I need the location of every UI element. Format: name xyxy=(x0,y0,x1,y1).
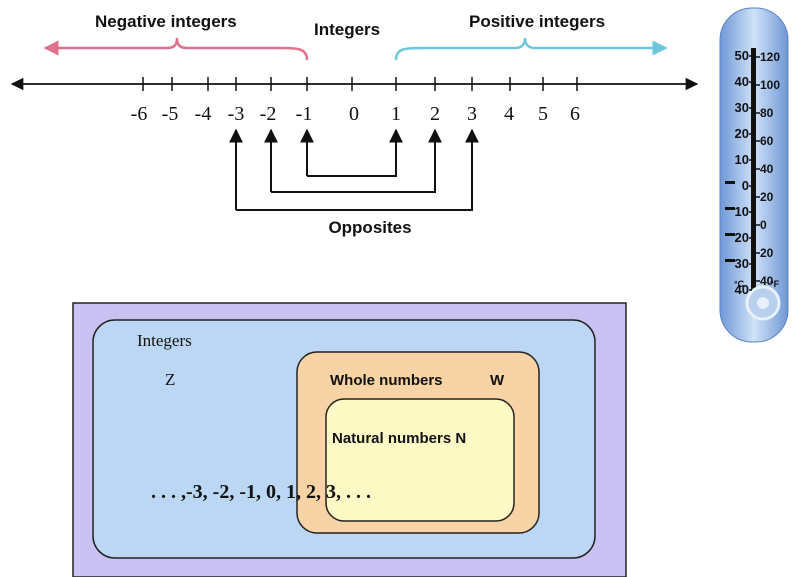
positive-integers-label: Positive integers xyxy=(469,12,605,31)
number-line-tick-label: 5 xyxy=(538,103,548,125)
thermometer-side-mark xyxy=(725,259,735,262)
thermometer-fahrenheit-label: 20 xyxy=(760,246,774,260)
number-line-tick-label: -3 xyxy=(228,103,245,125)
integers-label: Integers xyxy=(314,20,380,39)
integer-sequence: . . . ,-3, -2, -1, 0, 1, 2, 3, . . . xyxy=(151,481,371,503)
thermometer-celsius-label: 10 xyxy=(735,152,749,167)
thermometer-celsius-label: 20 xyxy=(735,230,749,245)
bracket-plus1-arrow xyxy=(307,128,403,177)
thermometer-celsius-label: 20 xyxy=(735,126,749,141)
number-line-tick-label: 2 xyxy=(430,103,440,125)
thermometer-column xyxy=(751,48,756,294)
bracket-plus2-arrow xyxy=(271,128,442,193)
celsius-unit: °C xyxy=(734,279,745,289)
number-line-tick-label: -2 xyxy=(260,103,277,125)
negative-brace-arrow xyxy=(43,37,309,61)
thermometer-fahrenheit-label: 40 xyxy=(760,274,774,288)
number-line-tick-label: -6 xyxy=(131,103,148,125)
number-line-tick-label: -4 xyxy=(195,103,212,125)
number-line-tick-label: 1 xyxy=(391,103,401,125)
number-line-tick-label: 0 xyxy=(349,103,359,125)
thermometer-celsius-label: 40 xyxy=(735,282,749,297)
thermometer-celsius-label: 50 xyxy=(735,48,749,63)
integers-set-symbol: Z xyxy=(165,370,175,389)
number-line-tick-label: -5 xyxy=(162,103,179,125)
thermometer-side-mark xyxy=(725,233,735,236)
whole-numbers-symbol: W xyxy=(490,372,505,389)
thermometer-fahrenheit-label: 120 xyxy=(760,50,780,64)
positive-brace-arrow xyxy=(394,37,668,61)
thermometer-celsius-label: 30 xyxy=(735,100,749,115)
thermometer-bulb-center xyxy=(757,297,769,309)
number-line-tick-label: 3 xyxy=(467,103,477,125)
integers-set-label: Integers xyxy=(137,331,192,350)
thermometer-fahrenheit-label: 80 xyxy=(760,106,774,120)
natural-numbers-set xyxy=(325,398,515,522)
opposites-brackets xyxy=(229,128,479,211)
thermometer-fahrenheit-label: 40 xyxy=(760,162,774,176)
number-line-tick-label: -1 xyxy=(296,103,313,125)
number-line-tick-label: 4 xyxy=(504,103,514,125)
thermometer-fahrenheit-label: 100 xyxy=(760,78,780,92)
fahrenheit-unit: °F xyxy=(770,279,780,289)
whole-numbers-label: Whole numbers xyxy=(330,372,443,389)
thermometer-side-mark xyxy=(725,181,735,184)
thermometer-fahrenheit-label: 60 xyxy=(760,134,774,148)
thermometer-celsius-label: 10 xyxy=(735,204,749,219)
number-line-tick-label: 6 xyxy=(570,103,580,125)
thermometer-celsius-label: 0 xyxy=(742,178,749,193)
thermometer-side-mark xyxy=(725,207,735,210)
thermometer-celsius-label: 30 xyxy=(735,256,749,271)
thermometer-fahrenheit-label: 20 xyxy=(760,190,774,204)
thermometer-fahrenheit-label: 0 xyxy=(760,218,767,232)
venn-diagram: Integers Z Whole numbers W Natural numbe… xyxy=(72,302,627,577)
thermometer-celsius-label: 40 xyxy=(735,74,749,89)
opposites-label: Opposites xyxy=(328,218,411,237)
negative-integers-label: Negative integers xyxy=(95,12,237,31)
natural-numbers-label: Natural numbers N xyxy=(332,430,466,447)
bracket-plus3-arrow xyxy=(236,128,479,211)
